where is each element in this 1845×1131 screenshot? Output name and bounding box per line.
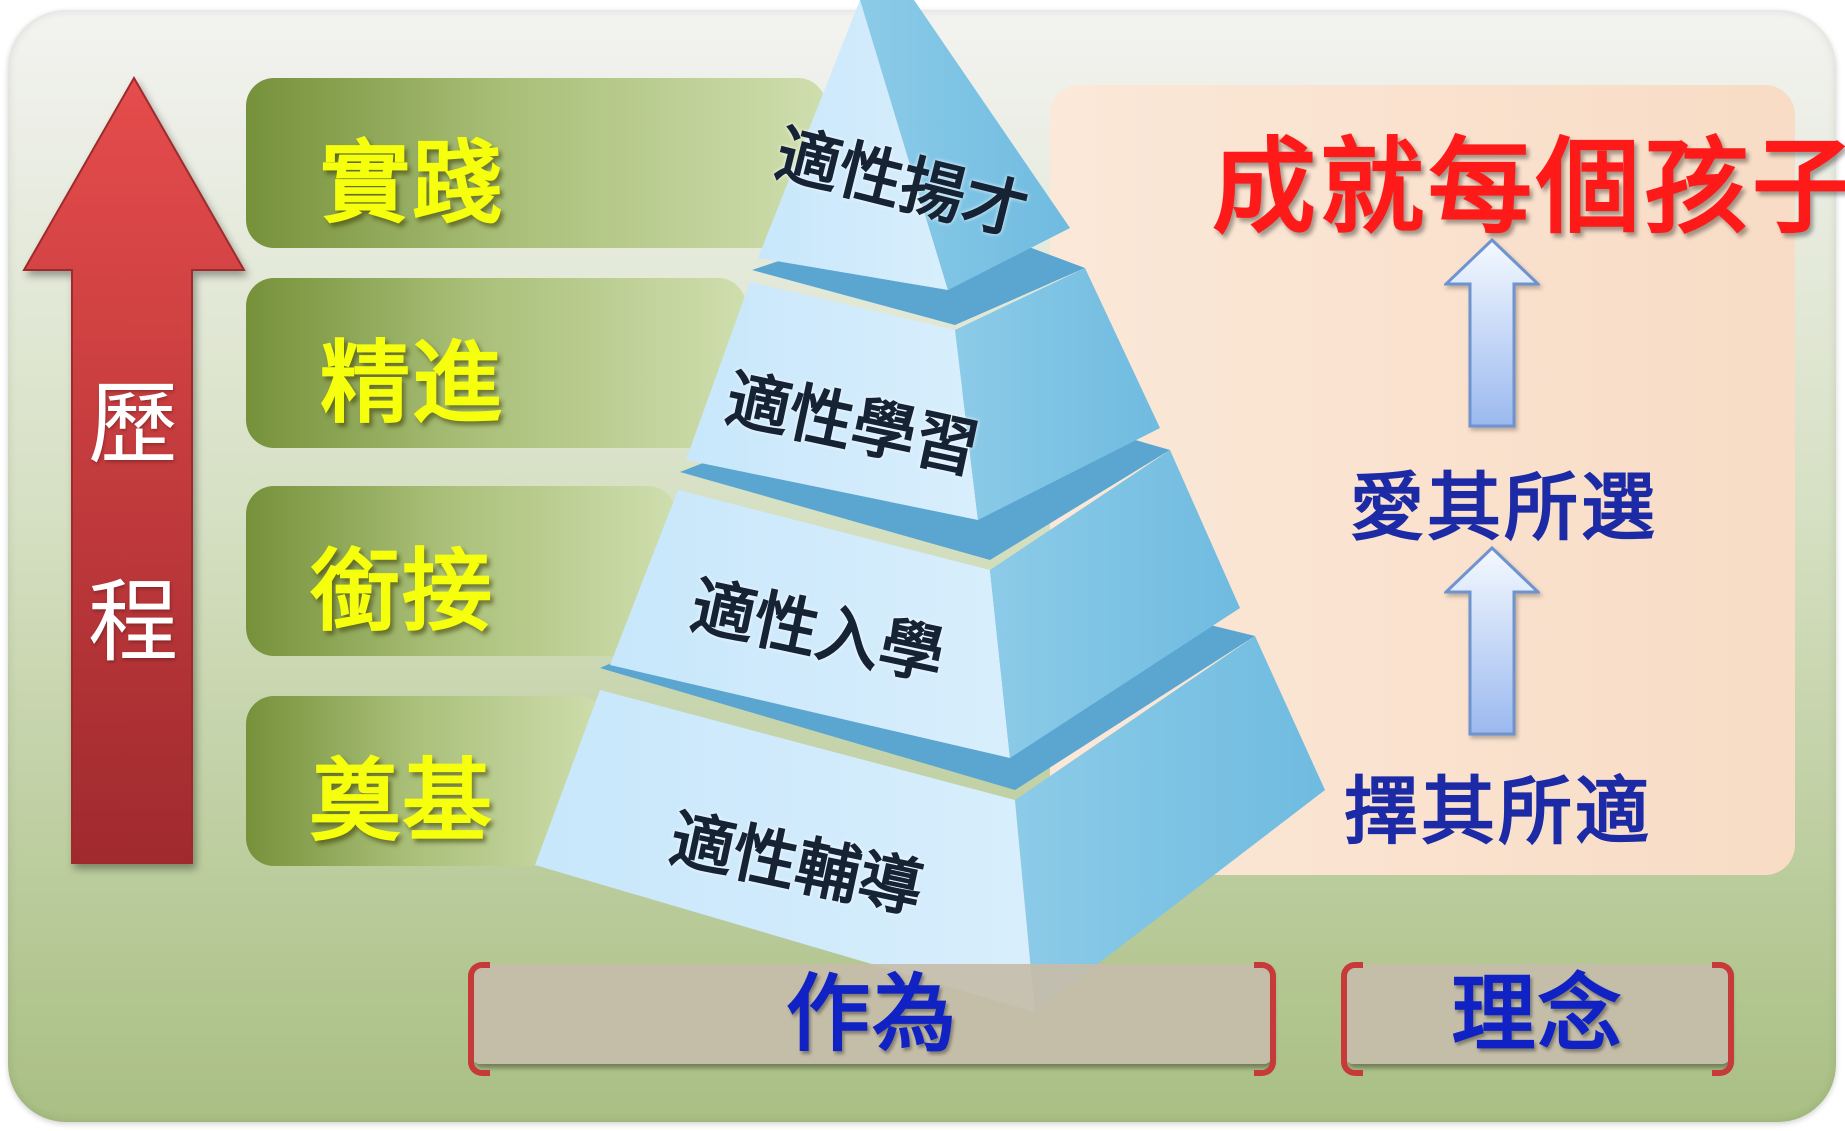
stage-label: 奠基 <box>310 749 494 854</box>
left-bracket <box>468 962 490 1076</box>
left-bracket <box>1341 962 1363 1076</box>
stage-bar-connect: 銜接 <box>246 486 676 656</box>
process-up-arrow <box>22 75 246 864</box>
right-bracket <box>1712 962 1734 1076</box>
up-arrow-icon <box>1444 546 1540 736</box>
philosophy-label: 理念 <box>1451 965 1624 1063</box>
actions-label: 作為 <box>785 965 958 1063</box>
philosophy-footer-box: 理念 <box>1341 962 1734 1076</box>
goal-title: 成就每個孩子 <box>1212 126 1845 248</box>
right-bracket <box>1254 962 1276 1076</box>
stage-label: 銜接 <box>310 539 494 644</box>
up-arrow-icon <box>1444 238 1540 428</box>
stage-bar-practice: 實踐 <box>246 78 826 248</box>
stage-label: 實踐 <box>320 131 504 236</box>
process-label-bottom: 程 <box>88 570 178 675</box>
principle-middle: 愛其所選 <box>1350 465 1658 551</box>
stage-bar-advance: 精進 <box>246 278 746 448</box>
process-label-top: 歷 <box>88 372 178 477</box>
stage-label: 精進 <box>320 331 504 436</box>
principle-bottom: 擇其所適 <box>1344 769 1652 855</box>
actions-footer-box: 作為 <box>468 962 1276 1076</box>
pyramid-level-1 <box>758 0 1070 290</box>
